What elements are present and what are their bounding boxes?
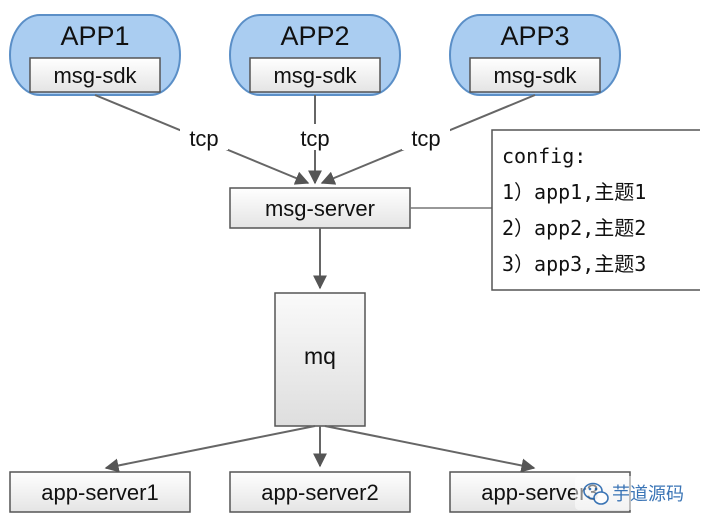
watermark: 芋道源码: [575, 476, 700, 510]
consumer-label: app-server2: [261, 480, 378, 505]
app-title: APP3: [500, 21, 569, 51]
consumer-node-2: app-server2: [229, 471, 411, 513]
config-bracket: [491, 129, 700, 291]
sdk-label: msg-sdk: [273, 63, 357, 88]
app-node-1: APP1 msg-sdk: [9, 14, 181, 96]
tcp-label: tcp: [411, 126, 440, 151]
consumer-box: [229, 471, 411, 513]
tcp-label-bg: [180, 124, 228, 150]
sdk-label: msg-sdk: [53, 63, 137, 88]
config-title: config:: [502, 144, 586, 168]
app-node-2: APP2 msg-sdk: [229, 14, 401, 96]
config-line-1: 1）app1,主题1: [502, 180, 646, 204]
wechat-icon: [583, 482, 609, 505]
sdk-box: [29, 57, 161, 93]
tcp-label: tcp: [300, 126, 329, 151]
mq-edges: [104, 425, 536, 473]
msg-server-label: msg-server: [265, 196, 375, 221]
app-title: APP1: [60, 21, 129, 51]
config-line-3: 3）app3,主题3: [502, 252, 646, 276]
tcp-label-bg: [402, 124, 450, 150]
mq-label: mq: [304, 343, 336, 369]
watermark-text: 芋道源码: [612, 484, 684, 505]
mq-box: [274, 292, 366, 427]
sdk-label: msg-sdk: [493, 63, 577, 88]
mq-node: mq: [274, 292, 366, 427]
tcp-edges: tcp tcp tcp: [94, 94, 536, 185]
app-node-3: APP3 msg-sdk: [449, 14, 621, 96]
config-note: config: 1）app1,主题1 2）app2,主题2 3）app3,主题3: [491, 129, 700, 291]
msg-server-node: msg-server: [229, 187, 411, 229]
consumer-label: app-server1: [41, 480, 158, 505]
config-line-2: 2）app2,主题2: [502, 216, 646, 240]
app-title: APP2: [280, 21, 349, 51]
mq-to-consumer-3: [324, 425, 536, 473]
mq-to-consumer-1: [104, 425, 316, 473]
sdk-box: [469, 57, 601, 93]
sdk-box: [249, 57, 381, 93]
consumer-node-1: app-server1: [9, 471, 191, 513]
tcp-label-bg: [291, 124, 339, 150]
tcp-label: tcp: [189, 126, 218, 151]
consumer-box: [9, 471, 191, 513]
